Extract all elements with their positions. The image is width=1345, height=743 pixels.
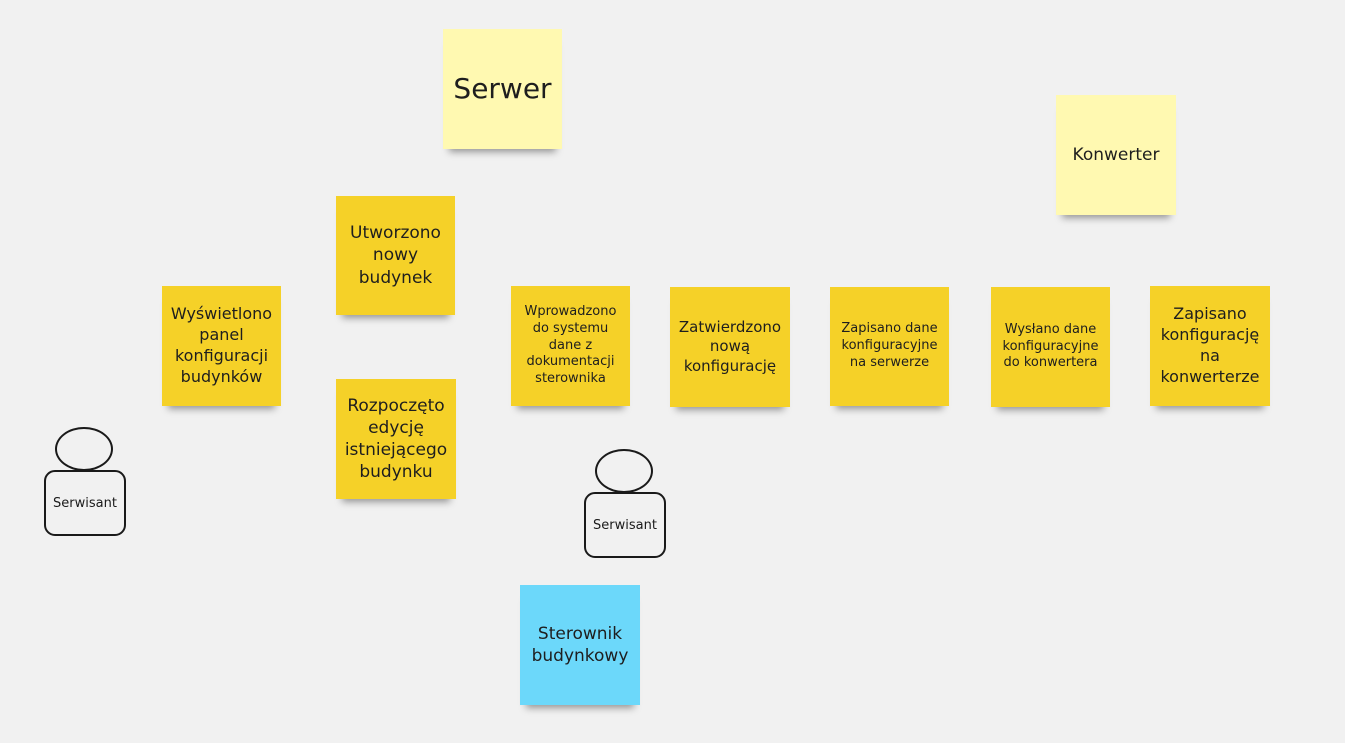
actor-serwisant-center[interactable]: Serwisant (584, 449, 668, 561)
sticky-sterownik-budynkowy[interactable]: Sterownik budynkowy (520, 585, 640, 705)
sticky-rozpoczeto-text: Rozpoczęto edycję istniejącego budynku (344, 395, 448, 483)
sticky-zapisano-serwer-text: Zapisano dane konfiguracyjne na serwerze (841, 321, 938, 370)
sticky-wprowadzono-dane[interactable]: Wprowadzono do systemu dane z dokumentac… (511, 286, 630, 406)
sticky-zatwierdzono-text: Zatwierdzono nową konfigurację (678, 317, 782, 375)
sticky-rozpoczeto-edycje[interactable]: Rozpoczęto edycję istniejącego budynku (336, 379, 456, 499)
sticky-zapisano-na-konwerterze[interactable]: Zapisano konfigurację na konwerterze (1150, 286, 1270, 406)
sticky-zapisano-konwerter-text: Zapisano konfigurację na konwerterze (1160, 304, 1260, 386)
sticky-wyslano-do-konwertera[interactable]: Wysłano dane konfiguracyjne do konwerter… (991, 287, 1110, 407)
sticky-wyslano-text: Wysłano dane konfiguracyjne do konwerter… (1002, 321, 1099, 371)
sticky-konwerter[interactable]: Konwerter (1056, 95, 1176, 215)
actor-body-center: Serwisant (584, 492, 666, 558)
sticky-utworzono-nowy-budynek[interactable]: Utworzono nowy budynek (336, 196, 455, 315)
sticky-serwer-text: Serwer (453, 71, 552, 105)
actor-head-center (595, 449, 653, 493)
actor-head-left (55, 427, 113, 471)
sticky-sterownik-text: Sterownik budynkowy (531, 623, 629, 666)
sticky-zatwierdzono-konfiguracje[interactable]: Zatwierdzono nową konfigurację (670, 287, 790, 407)
sticky-utworzono-text: Utworzono nowy budynek (350, 223, 441, 288)
actor-label-left: Serwisant (53, 495, 117, 511)
sticky-wprowadzono-text: Wprowadzono do systemu dane z dokumentac… (524, 303, 617, 387)
sticky-konwerter-text: Konwerter (1072, 144, 1160, 165)
actor-label-center: Serwisant (593, 517, 657, 533)
sticky-zapisano-na-serwerze[interactable]: Zapisano dane konfiguracyjne na serwerze (830, 287, 949, 406)
actor-serwisant-left[interactable]: Serwisant (44, 427, 128, 539)
sticky-serwer[interactable]: Serwer (443, 29, 562, 149)
sticky-wyswietlono-text: Wyświetlono panel konfiguracji budynków (170, 304, 273, 386)
sticky-wyswietlono-panel[interactable]: Wyświetlono panel konfiguracji budynków (162, 286, 281, 406)
actor-body-left: Serwisant (44, 470, 126, 536)
